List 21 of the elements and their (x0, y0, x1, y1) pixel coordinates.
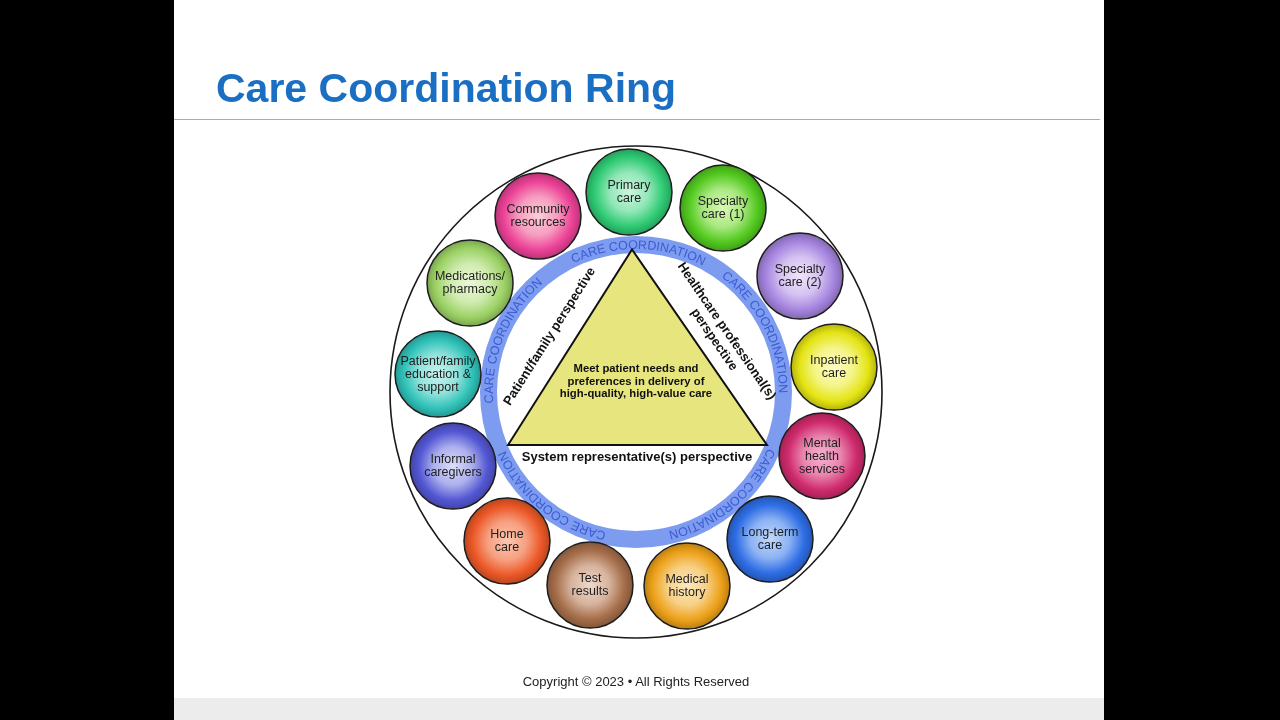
service-circle (790, 323, 878, 411)
outer-circle (389, 145, 883, 639)
service-label: Specialty care (2) (773, 263, 827, 289)
service-label: Patient/family education & support (399, 354, 477, 394)
copyright-notice: Copyright © 2023 • All Rights Reserved (522, 674, 750, 689)
service-circle (643, 542, 731, 630)
service-label: Specialty care (1) (696, 195, 750, 221)
service-label: Inpatient care (809, 354, 859, 380)
service-circle (585, 148, 673, 236)
service-label: Home care (489, 528, 524, 554)
service-label: Community resources (505, 203, 571, 229)
service-label: Mental health services (798, 436, 846, 476)
service-circle (394, 330, 482, 418)
service-label: Informal caregivers (423, 453, 483, 479)
service-label: Medical history (664, 573, 710, 599)
slide-title: Care Coordination Ring (216, 65, 677, 112)
service-circle (546, 541, 634, 629)
service-circle (409, 422, 497, 510)
service-label: Test results (570, 572, 610, 598)
service-circle (778, 412, 866, 500)
service-label: Primary care (606, 179, 652, 205)
